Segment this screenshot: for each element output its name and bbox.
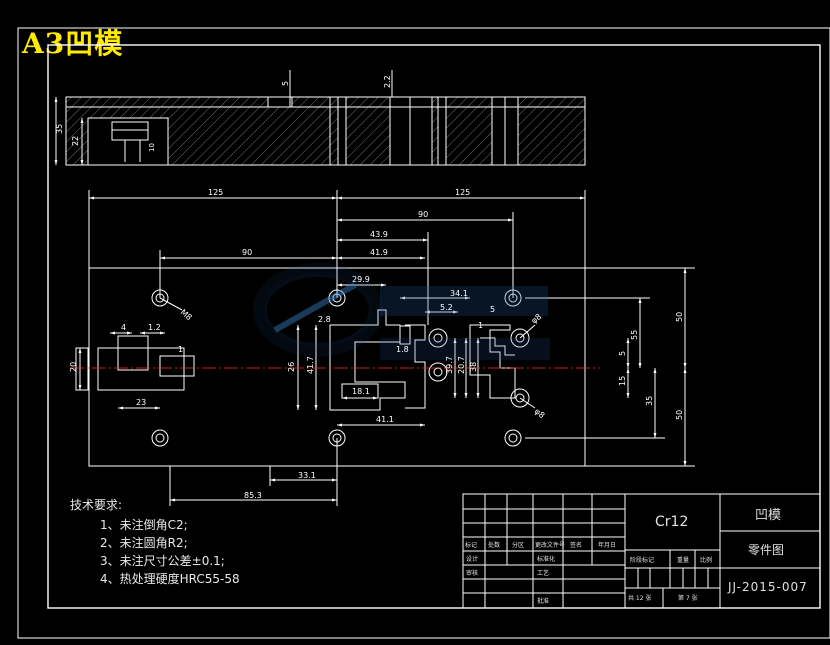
tb-design: 设计 — [466, 556, 479, 563]
inner-frame — [47, 44, 821, 609]
tb-scale: 比例 — [700, 557, 713, 564]
dim-38: 38 — [469, 362, 478, 372]
dim-1: 1 — [178, 345, 183, 354]
dim-125-left: 125 — [208, 188, 223, 197]
dim-125-right: 125 — [455, 188, 470, 197]
section-view — [54, 70, 586, 166]
dim-5-v: 5 — [618, 351, 627, 356]
tech-req-item: 1、未注倒角C2; — [100, 518, 188, 532]
sec-dim-35: 35 — [55, 124, 64, 134]
sec-dim-2-2: 2.2 — [383, 75, 392, 88]
watermark-logo — [253, 263, 550, 360]
dim-18-1: 18.1 — [352, 387, 370, 396]
tb-standardize: 标准化 — [537, 556, 556, 563]
dim-50-bottom: 50 — [675, 410, 684, 420]
dim-33-1: 33.1 — [298, 471, 316, 480]
sec-dim-10: 10 — [148, 143, 156, 152]
tb-stage-mark: 阶段标记 — [630, 557, 655, 564]
tb-sheet-of: 共 12 张 — [628, 595, 652, 602]
tb-check: 审核 — [466, 570, 479, 577]
dim-39-7: 39.7 — [445, 356, 454, 374]
tech-req-item: 2、未注圆角R2; — [100, 536, 188, 550]
tb-material: Cr12 — [655, 514, 689, 530]
tb-drawing-type: 零件图 — [748, 543, 785, 557]
technical-requirements: 技术要求: 1、未注倒角C2; 2、未注圆角R2; 3、未注尺寸公差±0.1; … — [70, 496, 240, 588]
hole-phi8-b: φ8 — [533, 407, 547, 421]
dim-1-8: 1.8 — [396, 345, 409, 354]
plan-view — [75, 190, 695, 506]
tb-drawing-number: JJ-2015-007 — [728, 580, 808, 594]
tb-part-name: 凹模 — [755, 508, 782, 523]
dim-20-7: 20.7 — [457, 356, 466, 374]
tech-req-title: 技术要求: — [70, 498, 123, 512]
tb-row-label: 签名 — [570, 542, 583, 549]
dim-41-7: 41.7 — [306, 356, 315, 374]
dim-1-b: 1 — [478, 321, 483, 330]
tb-row-label: 标记 — [465, 542, 478, 549]
dim-29-9: 29.9 — [352, 275, 370, 284]
tb-row-label: 更改文件号 — [535, 542, 566, 549]
dim-41-9: 41.9 — [370, 248, 388, 257]
dim-4: 4 — [121, 323, 126, 332]
tech-req-item: 4、热处理硬度HRC55-58 — [100, 572, 240, 586]
title-block — [462, 493, 821, 609]
dim-23: 23 — [136, 398, 146, 407]
dim-41-1: 41.1 — [376, 415, 394, 424]
dim-2-8: 2.8 — [318, 315, 331, 324]
tb-row-label: 分区 — [512, 542, 525, 549]
tb-weight: 重量 — [677, 557, 690, 564]
dim-55: 55 — [630, 330, 639, 340]
dim-50-top: 50 — [675, 312, 684, 322]
dim-5: 5 — [490, 305, 495, 314]
dim-85-3: 85.3 — [244, 491, 262, 500]
dim-43-9: 43.9 — [370, 230, 388, 239]
dim-35: 35 — [645, 396, 654, 406]
dim-1-2: 1.2 — [148, 323, 161, 332]
sec-dim-22: 22 — [71, 136, 80, 146]
tb-row-label: 年月日 — [598, 542, 617, 549]
sheet-size-label: A3凹模 — [22, 27, 124, 60]
tb-sheet-no: 第 7 张 — [678, 595, 698, 602]
sec-dim-5: 5 — [281, 81, 290, 86]
dim-15: 15 — [618, 376, 627, 386]
dim-90-right: 90 — [418, 210, 428, 219]
dim-20: 20 — [69, 362, 78, 372]
outer-frame — [17, 27, 830, 639]
dim-5-2: 5.2 — [440, 303, 453, 312]
dim-26: 26 — [287, 362, 296, 372]
dim-34-1: 34.1 — [450, 289, 468, 298]
tech-req-item: 3、未注尺寸公差±0.1; — [100, 554, 225, 568]
tb-approve: 批准 — [537, 598, 550, 605]
tb-row-label: 处数 — [488, 542, 501, 549]
tb-craft: 工艺 — [537, 570, 550, 577]
dim-90-left: 90 — [242, 248, 252, 257]
